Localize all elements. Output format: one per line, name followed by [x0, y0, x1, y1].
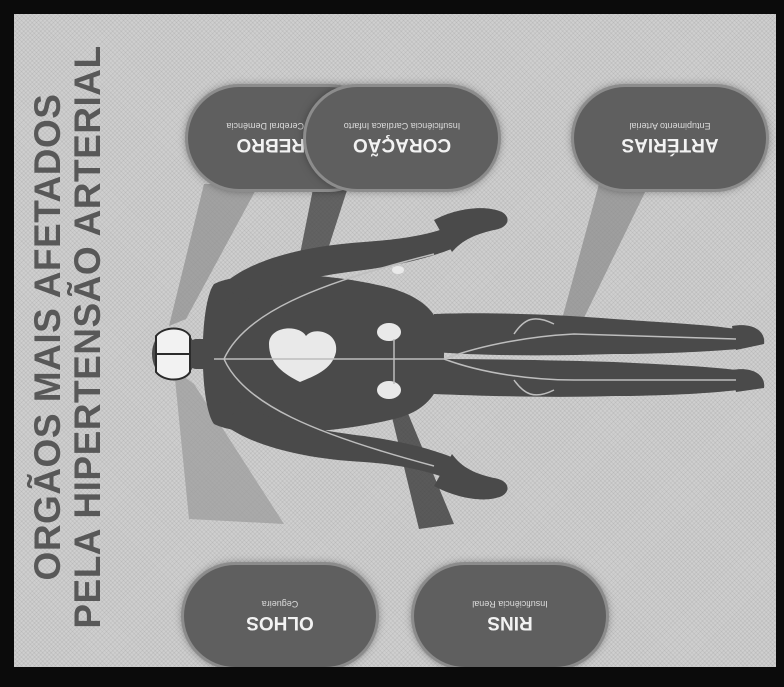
organ-name: OLHOS [246, 612, 314, 634]
rotated-layer: ORGÃOS MAIS AFETADOS PELA HIPERTENSÃO AR… [14, 14, 776, 667]
organ-detail: Insuficiência Renal [472, 599, 548, 610]
organ-pill-arterias: ARTÉRIAS Entupimento Arterial [574, 87, 766, 189]
organ-detail: Cegueira [262, 599, 299, 610]
page-title: ORGÃOS MAIS AFETADOS PELA HIPERTENSÃO AR… [28, 27, 108, 647]
infographic-poster: ORGÃOS MAIS AFETADOS PELA HIPERTENSÃO AR… [14, 14, 776, 667]
organ-name: RINS [487, 612, 532, 634]
organ-pill-coracao: CORAÇÃO Insuficiência Cardíaca Infarto [306, 87, 498, 189]
title-line-2: PELA HIPERTENSÃO ARTERIAL [68, 27, 108, 647]
organ-pill-olhos: OLHOS Cegueira [184, 565, 376, 667]
organ-detail: Entupimento Arterial [629, 121, 710, 132]
organ-name: CORAÇÃO [353, 134, 451, 156]
organ-detail: Insuficiência Cardíaca Infarto [344, 121, 461, 132]
title-line-1: ORGÃOS MAIS AFETADOS [28, 27, 68, 647]
organ-name: ARTÉRIAS [621, 134, 718, 156]
organ-pill-rins: RINS Insuficiência Renal [414, 565, 606, 667]
